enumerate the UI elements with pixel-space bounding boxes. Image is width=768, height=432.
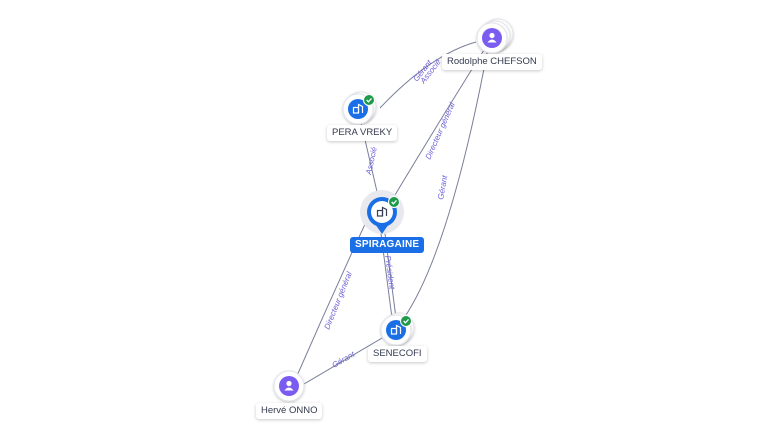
node-pera[interactable] xyxy=(342,91,377,125)
node-label-spiragaine[interactable]: SPIRAGAINE xyxy=(350,237,425,253)
company-icon xyxy=(390,324,402,335)
node-label-pera[interactable]: PERA VREKY xyxy=(327,125,398,141)
edge-rodolphe-senecofi xyxy=(403,47,489,319)
node-label-senecofi[interactable]: SENECOFI xyxy=(368,346,427,362)
node-rodolphe[interactable] xyxy=(476,18,514,54)
node-spiragaine[interactable] xyxy=(360,190,404,234)
node-label-herve[interactable]: Hervé ONNO xyxy=(256,403,323,419)
verified-icon xyxy=(388,196,400,208)
edge-label-directeur-general-1: Directeur général xyxy=(424,101,457,161)
edge-label-gerant-3: Gérant xyxy=(331,349,357,369)
person-icon xyxy=(284,380,294,391)
person-icon xyxy=(487,32,497,43)
verified-icon xyxy=(400,315,412,327)
edge-label-gerant-2: Gérant xyxy=(436,174,449,200)
edge-label-associe-2: Associé xyxy=(364,146,379,177)
edge-label-directeur-general-2: Directeur général xyxy=(323,270,354,330)
edge-herve-senecofi xyxy=(303,337,383,385)
company-icon xyxy=(352,103,364,114)
verified-icon xyxy=(363,94,375,106)
edge-label-president: Président xyxy=(383,255,397,290)
company-icon xyxy=(376,206,388,217)
edge-rodolphe-pera xyxy=(379,41,477,109)
node-label-rodolphe[interactable]: Rodolphe CHEFSON xyxy=(442,54,542,70)
node-herve[interactable] xyxy=(273,370,305,402)
node-senecofi[interactable] xyxy=(380,312,415,346)
